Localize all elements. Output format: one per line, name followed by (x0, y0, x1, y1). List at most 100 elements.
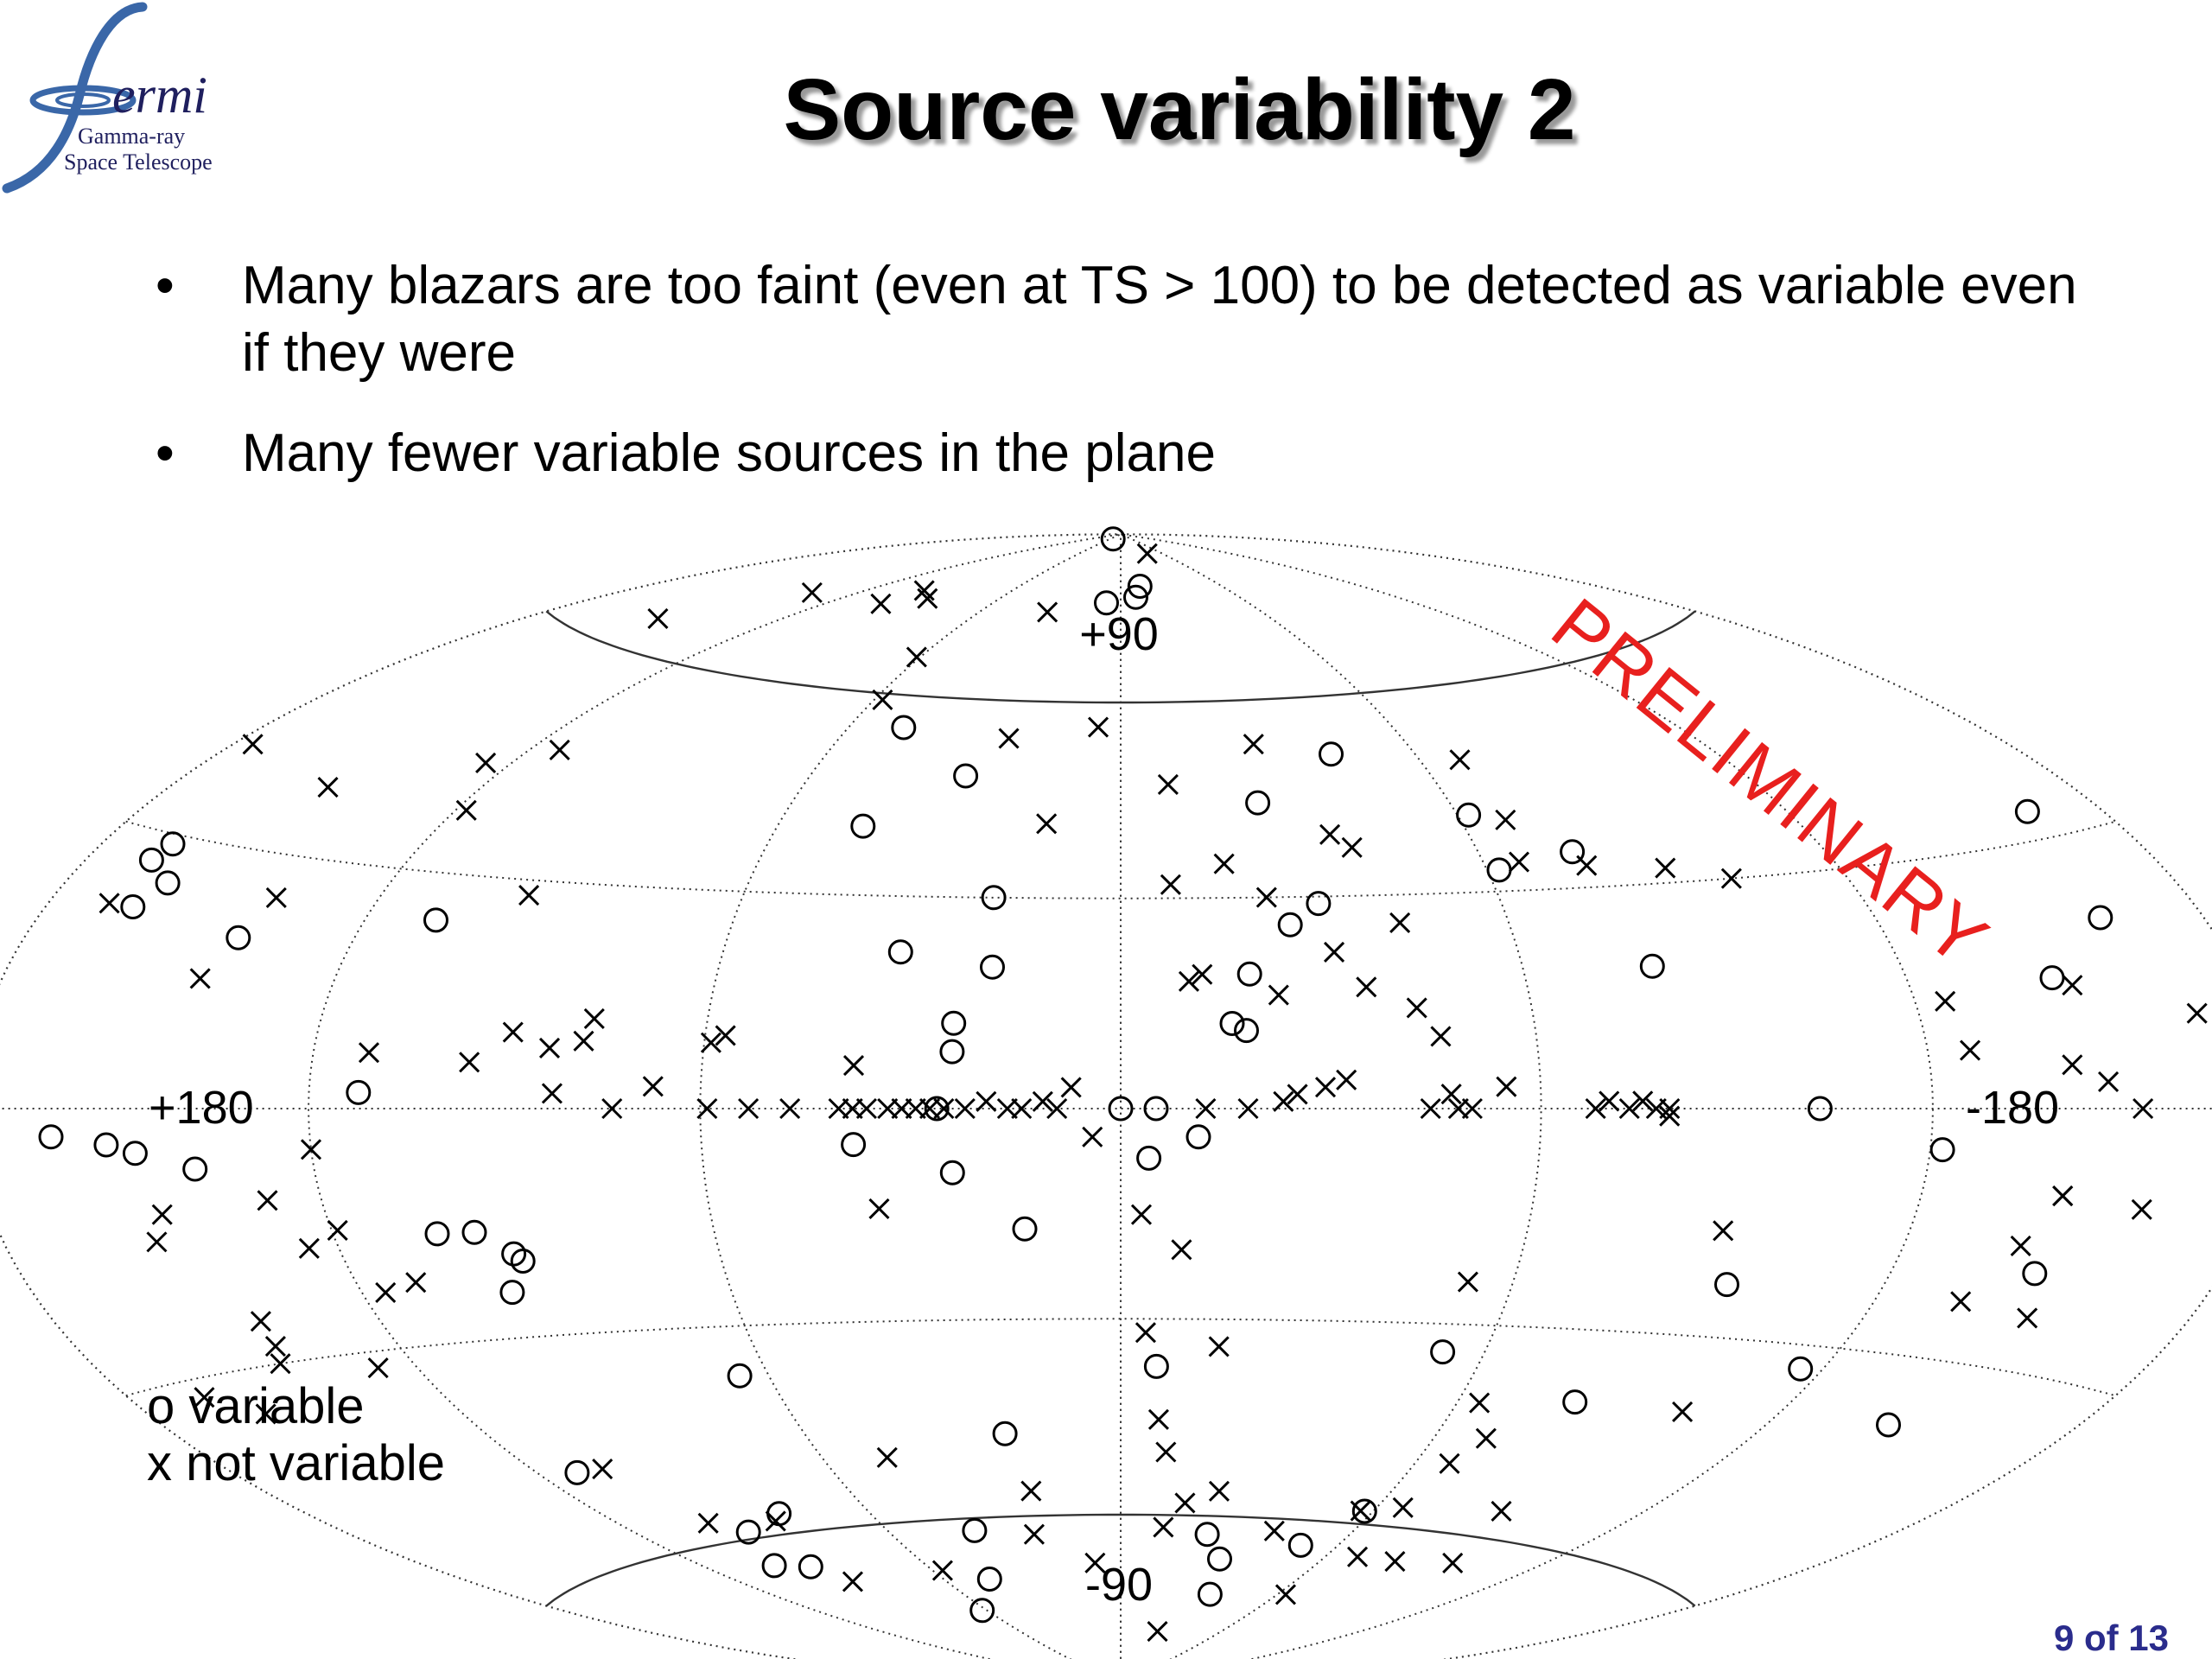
nonvariable-source-marker (1287, 1084, 1308, 1105)
nonvariable-source-marker (475, 752, 497, 774)
nonvariable-source-marker (2017, 1307, 2038, 1329)
variable-source-marker (2014, 798, 2040, 824)
nonvariable-source-marker (872, 689, 893, 710)
nonvariable-source-marker (257, 1190, 278, 1211)
nonvariable-source-marker (1130, 1204, 1153, 1225)
nonvariable-source-marker (876, 1446, 898, 1468)
nonvariable-source-marker (1273, 1090, 1294, 1112)
nonvariable-source-marker (906, 646, 927, 668)
data-markers (38, 526, 2208, 1643)
variable-source-marker (1136, 1145, 1162, 1171)
variable-source-marker (969, 1598, 995, 1624)
nonvariable-source-marker (455, 799, 477, 821)
variable-source-marker (953, 763, 979, 789)
variable-source-marker (1876, 1412, 1901, 1438)
variable-source-marker (1094, 590, 1119, 616)
nonvariable-source-marker (2062, 975, 2083, 996)
nonvariable-source-marker (1655, 857, 1676, 879)
nonvariable-source-marker (601, 1097, 623, 1120)
nonvariable-source-marker (1440, 1084, 1462, 1105)
nonvariable-source-marker (1037, 601, 1058, 623)
nonvariable-source-marker (518, 884, 540, 906)
nonvariable-source-marker (1356, 976, 1377, 998)
nonvariable-source-marker (1087, 716, 1109, 738)
variable-source-marker (887, 939, 913, 965)
variable-source-marker (891, 715, 917, 741)
variable-source-marker (1143, 1353, 1169, 1379)
variable-source-marker (1194, 1522, 1220, 1548)
logo-line-1: Gamma-ray (78, 124, 185, 149)
nonvariable-source-marker (2131, 1198, 2152, 1220)
nonvariable-source-marker (700, 1032, 721, 1053)
variable-source-marker (423, 907, 448, 933)
nonvariable-source-marker (1430, 1026, 1452, 1047)
nonvariable-source-marker (1084, 1552, 1106, 1573)
slide-title: Source variability 2 (0, 54, 2212, 166)
nonvariable-source-marker (1195, 1097, 1217, 1120)
variable-source-marker (1562, 1389, 1588, 1415)
nonvariable-source-marker (697, 1512, 719, 1534)
variable-source-marker (1234, 1018, 1259, 1044)
nonvariable-source-marker (1659, 1105, 1681, 1127)
nonvariable-source-marker (1323, 941, 1345, 963)
nonvariable-source-marker (1632, 1090, 1654, 1112)
variable-source-marker (1219, 1011, 1245, 1036)
nonvariable-source-marker (1384, 1550, 1406, 1573)
nonvariable-source-marker (1959, 1039, 1981, 1061)
chart-legend: o variable x not variable (147, 1378, 445, 1492)
nonvariable-source-marker (2052, 1185, 2074, 1207)
legend-item-variable: o variable (147, 1378, 365, 1434)
nonvariable-source-marker (1208, 1336, 1230, 1357)
variable-source-marker (501, 1241, 527, 1267)
nonvariable-source-marker (1032, 1090, 1053, 1112)
variable-source-marker (1807, 1096, 1833, 1122)
nonvariable-source-marker (1392, 1497, 1414, 1518)
nonvariable-source-marker (1314, 1077, 1337, 1098)
variable-source-marker (1245, 790, 1271, 816)
nonvariable-source-marker (1171, 1239, 1192, 1261)
nonvariable-source-marker (1495, 809, 1516, 830)
nonvariable-source-marker (1237, 1097, 1259, 1120)
nonvariable-source-marker (549, 739, 570, 760)
variable-source-marker (160, 831, 186, 857)
graticule (0, 533, 2212, 1659)
variable-source-marker (727, 1363, 753, 1389)
nonvariable-source-marker (1319, 823, 1341, 845)
nonvariable-source-marker (976, 1090, 997, 1112)
nonvariable-source-marker (1157, 773, 1179, 796)
bullet-item: • Many fewer variable sources in the pla… (156, 420, 2100, 487)
nonvariable-source-marker (1720, 868, 1742, 889)
nonvariable-source-marker (2133, 1097, 2154, 1120)
legend-item-not-variable: x not variable (147, 1435, 445, 1491)
axis-label-top: +90 (1079, 608, 1159, 660)
nonvariable-source-marker (842, 1571, 863, 1592)
variable-source-marker (976, 1567, 1002, 1592)
nonvariable-source-marker (538, 1037, 561, 1058)
logo-line-2: Space Telescope (64, 149, 213, 175)
nonvariable-source-marker (1659, 1097, 1681, 1120)
nonvariable-source-marker (264, 1335, 286, 1357)
nonvariable-source-marker (1475, 1427, 1497, 1449)
nonvariable-source-marker (642, 1076, 664, 1097)
variable-source-marker (1430, 1339, 1456, 1365)
variable-source-marker (1207, 1546, 1232, 1572)
nonvariable-source-marker (1082, 1126, 1103, 1147)
nonvariable-source-marker (1672, 1401, 1694, 1423)
variable-source-marker (226, 925, 251, 950)
variable-source-marker (1788, 1356, 1814, 1382)
nonvariable-source-marker (998, 728, 1020, 749)
variable-source-marker (939, 1160, 965, 1185)
nonvariable-source-marker (541, 1083, 563, 1104)
nonvariable-source-marker (1135, 1322, 1157, 1344)
nonvariable-source-marker (194, 1387, 215, 1408)
nonvariable-source-marker (99, 893, 120, 914)
bullet-item: • Many blazars are too faint (even at TS… (156, 252, 2100, 387)
variable-source-marker (841, 1132, 867, 1158)
nonvariable-source-marker (765, 1510, 786, 1532)
nonvariable-source-marker (327, 1219, 348, 1241)
nonvariable-source-marker (1508, 851, 1530, 873)
nonvariable-source-marker (242, 734, 264, 755)
variable-source-marker (564, 1459, 590, 1485)
bullet-dot-icon: • (156, 256, 175, 315)
